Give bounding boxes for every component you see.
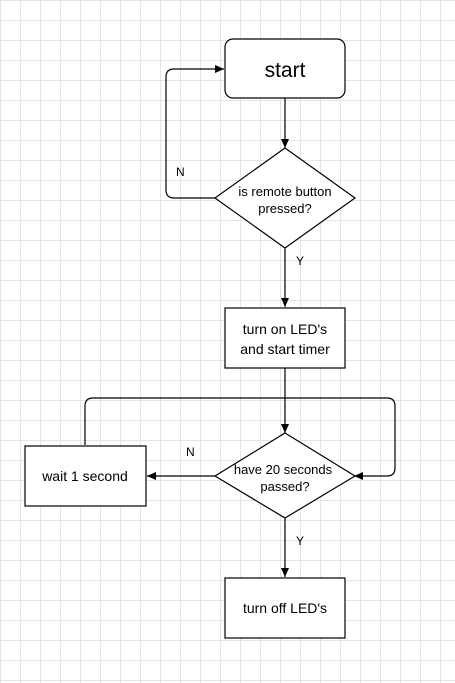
remote-button-decision-line1: is remote button — [238, 184, 331, 199]
edge-label-remote-no: N — [176, 165, 185, 179]
wait-one-second-label: wait 1 second — [41, 468, 128, 484]
edge-label-time-yes: Y — [296, 534, 304, 548]
edge-wait-loop-back — [84, 397, 396, 480]
edge-label-time-no: N — [186, 445, 195, 459]
turn-on-leds-line1: turn on LED's — [243, 321, 327, 337]
twenty-seconds-decision-line1: have 20 seconds — [234, 462, 333, 477]
start-label: start — [265, 59, 306, 82]
turn-on-leds-node — [224, 307, 346, 369]
turn-off-leds-label: turn off LED's — [243, 600, 327, 616]
remote-button-decision-line2: pressed? — [258, 201, 311, 216]
twenty-seconds-decision — [213, 432, 357, 519]
remote-button-decision — [213, 147, 357, 249]
edge-label-remote-yes: Y — [296, 254, 304, 268]
start-node — [224, 38, 346, 99]
wait-one-second-node — [24, 445, 147, 507]
edge-remote-check-no-loop — [165, 65, 224, 199]
turn-on-leds-line2: and start timer — [240, 341, 330, 357]
turn-off-leds-node — [224, 577, 346, 639]
twenty-seconds-decision-line2: passed? — [260, 479, 309, 494]
